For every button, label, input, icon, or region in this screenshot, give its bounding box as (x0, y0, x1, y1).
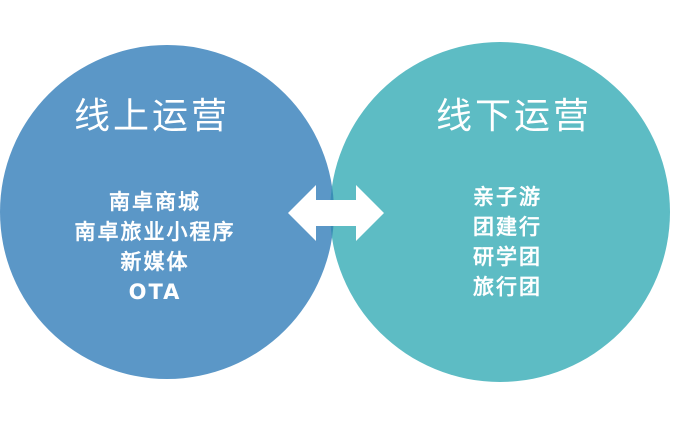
list-item: OTA (128, 280, 182, 304)
offline-heading: 线下运营 (436, 96, 593, 137)
offline-item-list: 亲子游 团建行 研学团 旅行团 (473, 182, 542, 302)
online-circle (0, 45, 334, 379)
list-item: 新媒体 (120, 250, 190, 274)
online-item-list: 南卓商城 南卓旅业小程序 新媒体 OTA (40, 187, 270, 307)
list-item: 南卓商城 (109, 190, 201, 214)
list-item: 旅行团 (473, 275, 542, 299)
list-item: 亲子游 (473, 185, 542, 209)
double-arrow-icon (288, 185, 384, 241)
online-heading: 线上运营 (74, 96, 231, 137)
list-item: 研学团 (473, 245, 542, 269)
list-item: 南卓旅业小程序 (74, 220, 236, 244)
list-item: 团建行 (473, 215, 542, 239)
offline-circle (330, 42, 670, 382)
